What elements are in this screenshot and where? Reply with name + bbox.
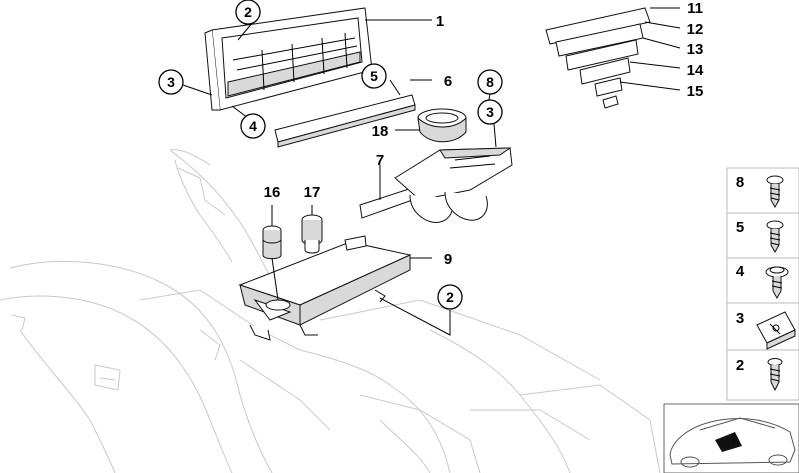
callout-14: 14 (687, 62, 704, 79)
callout-11: 11 (687, 0, 703, 17)
callout-1: 1 (436, 13, 444, 30)
console-outline (0, 149, 661, 473)
svg-text:2: 2 (244, 4, 252, 20)
fastener-label-8: 8 (736, 174, 744, 191)
callout-13: 13 (687, 41, 704, 58)
parts-11-15-labels (545, 7, 651, 109)
leader-lines (182, 7, 681, 336)
callout-7: 7 (376, 152, 384, 169)
fastener-label-5: 5 (736, 219, 744, 236)
callout-8: 8 (477, 69, 503, 95)
part-1-frame (204, 7, 373, 111)
fastener-legend: 8 5 4 3 2 (726, 167, 799, 401)
callout-12: 12 (687, 21, 704, 38)
callout-5: 5 (361, 63, 387, 89)
svg-text:4: 4 (249, 118, 257, 134)
svg-text:3: 3 (486, 104, 494, 120)
svg-text:3: 3 (167, 74, 175, 90)
callout-2-lower: 2 (437, 284, 463, 310)
fastener-label-3: 3 (736, 310, 744, 327)
fastener-label-4: 4 (736, 263, 745, 280)
part-18-ring (417, 108, 467, 143)
part-7-cup-holder (359, 147, 513, 224)
screw-flange-icon (765, 266, 789, 300)
callout-3-right: 3 (477, 99, 503, 125)
part-16-plug (262, 225, 282, 260)
callout-4: 4 (240, 113, 266, 139)
svg-text:2: 2 (446, 289, 454, 305)
part-6-trim-strip (274, 94, 416, 148)
svg-text:8: 8 (486, 74, 494, 90)
part-17-socket (301, 214, 323, 254)
part-9-tray (238, 235, 412, 341)
callout-9: 9 (444, 251, 452, 268)
callout-18: 18 (372, 123, 389, 140)
callout-16: 16 (264, 184, 281, 201)
callout-17: 17 (304, 184, 321, 201)
callout-6: 6 (444, 73, 452, 90)
screw-icon (766, 175, 784, 209)
car-location-icon (663, 403, 799, 473)
callout-2-top: 2 (235, 0, 261, 25)
svg-text:5: 5 (370, 68, 378, 84)
callout-3-left: 3 (158, 69, 184, 95)
callout-15: 15 (687, 83, 704, 100)
clip-nut-icon (756, 311, 796, 350)
screw-icon (767, 358, 783, 392)
fastener-label-2: 2 (736, 357, 744, 374)
screw-icon (766, 220, 784, 254)
